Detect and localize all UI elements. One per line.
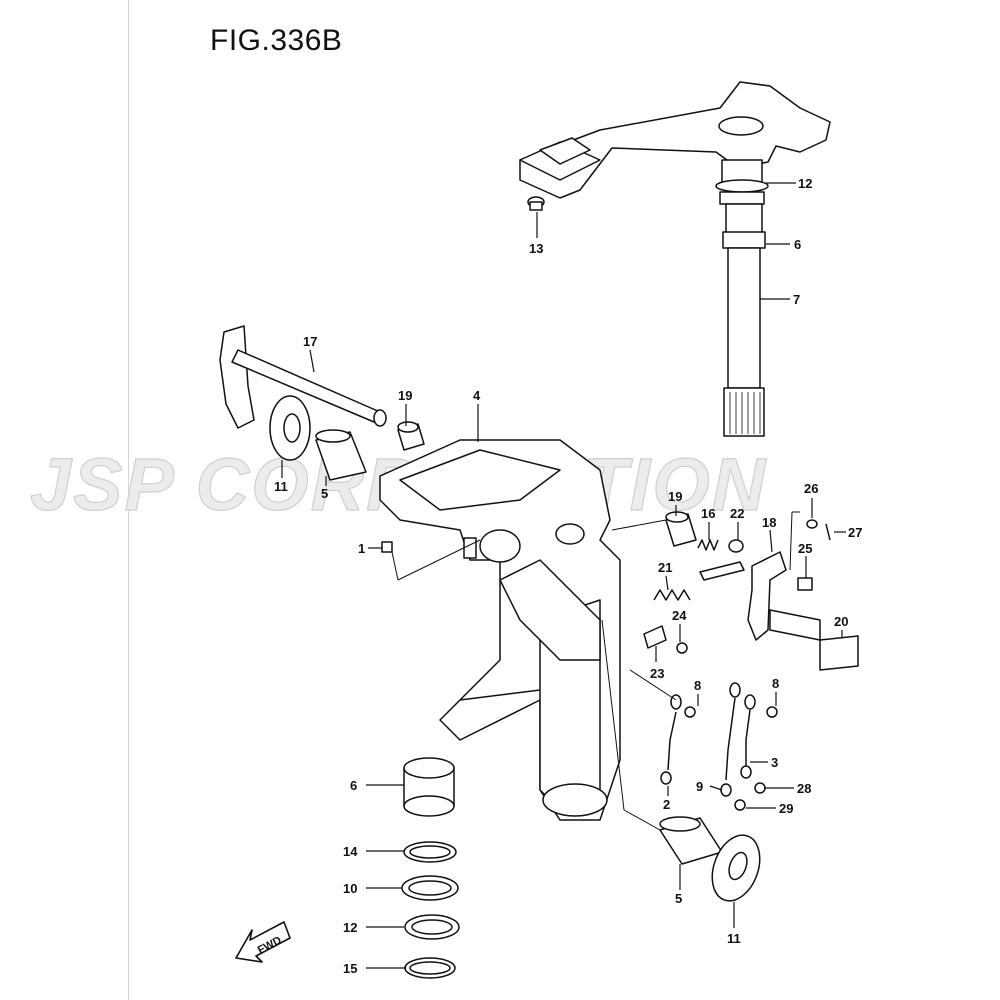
part-8-bolts [684, 706, 778, 718]
callout-1: 1 [358, 541, 365, 556]
callout-9: 9 [696, 779, 703, 794]
part-2-ground-lead [660, 694, 682, 785]
part-6-bushing-lower [403, 757, 455, 817]
callout-3: 3 [771, 755, 778, 770]
fwd-arrow: FWD [235, 921, 291, 963]
callout-2: 2 [663, 797, 670, 812]
part-steering-bracket-arm [519, 81, 831, 199]
callout-14: 14 [343, 844, 358, 859]
callout-6-lower: 6 [350, 778, 357, 793]
callout-12-lower: 12 [343, 920, 357, 935]
callout-25: 25 [798, 541, 812, 556]
callout-labels: 12 6 7 13 17 19 4 11 5 1 19 16 22 18 26 … [274, 176, 862, 976]
callout-13: 13 [529, 241, 543, 256]
part-23-plate [643, 625, 667, 649]
callout-6-upper: 6 [794, 237, 801, 252]
part-19-bushing-right [665, 511, 697, 547]
part-19-bushing-upper [397, 421, 425, 451]
part-17-tilt-shaft [219, 325, 387, 429]
callout-8-right: 8 [772, 676, 779, 691]
part-3-ground-lead [720, 682, 756, 797]
callout-16: 16 [701, 506, 715, 521]
part-27-pin [825, 523, 831, 541]
callout-20: 20 [834, 614, 848, 629]
part-4-swivel-bracket [379, 439, 621, 821]
part-5-bushing-right [659, 816, 723, 865]
callout-27: 27 [848, 525, 862, 540]
callout-28: 28 [797, 781, 811, 796]
callout-23: 23 [650, 666, 664, 681]
callout-10: 10 [343, 881, 357, 896]
leader-lines [281, 182, 846, 969]
callout-17: 17 [303, 334, 317, 349]
page-margin-edge [0, 0, 129, 1000]
part-20-lever-pad [819, 635, 859, 671]
part-24-bolt [676, 642, 688, 654]
shaft-spline-hatch [729, 392, 761, 434]
callout-24: 24 [672, 608, 687, 623]
part-11-washer-left [269, 395, 311, 461]
part-15-snap-ring [404, 957, 456, 979]
callout-18: 18 [762, 515, 776, 530]
part-28-29-screws [734, 782, 766, 811]
part-21-spring [653, 589, 691, 601]
fwd-arrow-icon [235, 921, 291, 963]
callout-26: 26 [804, 481, 818, 496]
part-12-washer-lower [404, 914, 460, 940]
callout-19-upper: 19 [398, 388, 412, 403]
callout-29: 29 [779, 801, 793, 816]
part-13-plug [527, 196, 545, 211]
callout-11-right: 11 [727, 931, 741, 946]
part-14-washer [403, 841, 457, 863]
callout-11-left: 11 [274, 479, 288, 494]
part-7-swivel-shaft [715, 159, 769, 437]
part-25-nut [797, 577, 813, 591]
part-1-grease-nipple [381, 541, 393, 553]
callout-5-lower: 5 [675, 891, 682, 906]
callout-5-left: 5 [321, 486, 328, 501]
part-5-bushing-left [315, 429, 367, 481]
part-11-washer-right [711, 834, 761, 902]
callout-12-upper: 12 [798, 176, 812, 191]
figure-title: FIG.336B [210, 24, 343, 57]
part-16-spring [697, 539, 719, 551]
callout-19-right: 19 [668, 489, 682, 504]
part-22-clip [728, 539, 744, 553]
callout-21: 21 [658, 560, 672, 575]
callout-4: 4 [473, 388, 481, 403]
part-26-washer [806, 519, 818, 529]
part-link-rod [699, 561, 745, 581]
callout-7: 7 [793, 292, 800, 307]
part-18-tilt-lever [747, 551, 821, 641]
callout-15: 15 [343, 961, 357, 976]
callout-22: 22 [730, 506, 744, 521]
part-10-washer [401, 875, 459, 901]
callout-8-left: 8 [694, 678, 701, 693]
